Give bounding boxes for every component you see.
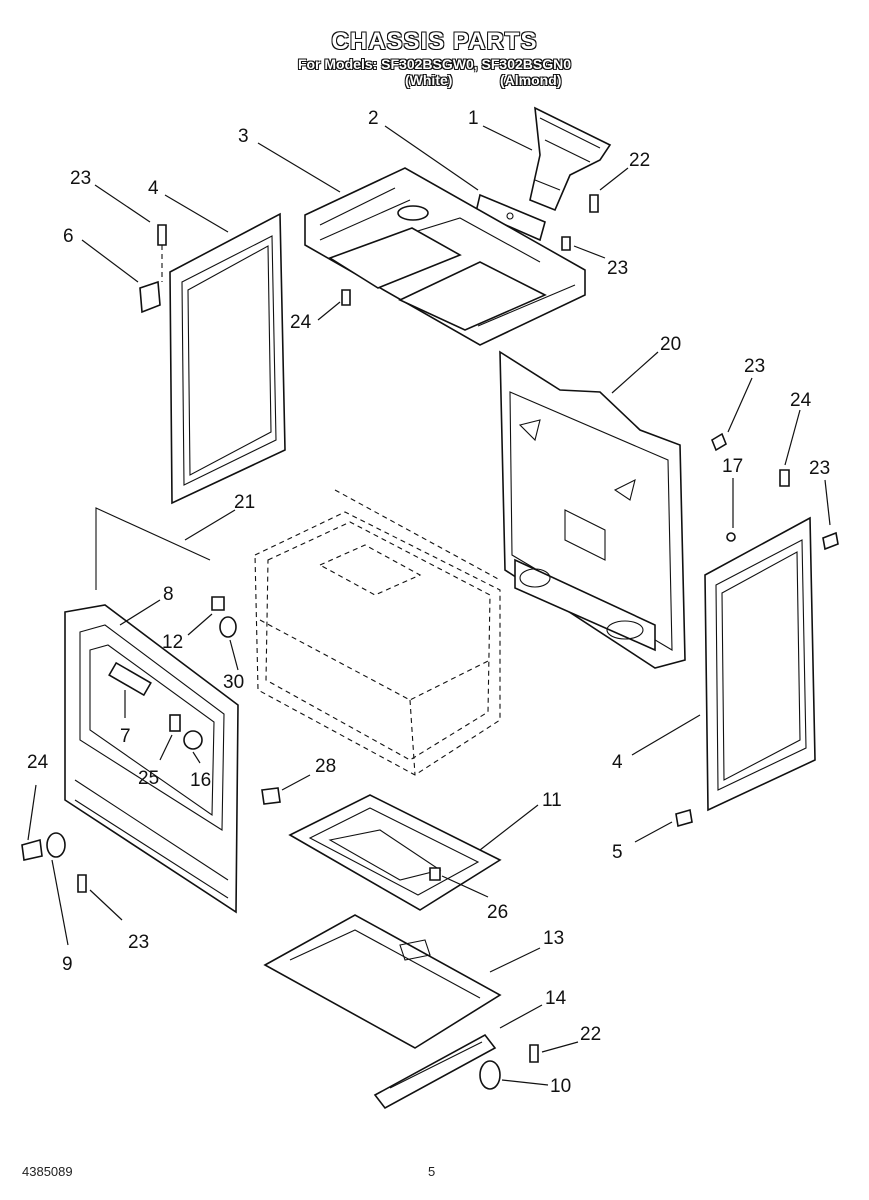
callout-11: 11: [542, 790, 562, 811]
callout-20: 20: [660, 334, 681, 355]
callout-23-top: 23: [607, 258, 628, 279]
page-title: CHASSIS PARTS: [331, 28, 538, 55]
callout-22-top: 22: [629, 150, 650, 171]
callout-23-top-left: 23: [70, 168, 91, 189]
part-1-vent-duct: [529, 106, 612, 212]
callout-21: 21: [234, 492, 255, 513]
callout-4-right-panel: 4: [612, 752, 623, 773]
part-4-left-side-panel: [169, 212, 286, 505]
part-3-top-frame: [304, 167, 586, 346]
callout-16: 16: [190, 770, 211, 791]
callout-10: 10: [550, 1076, 571, 1097]
callout-7: 7: [120, 726, 131, 747]
callout-2: 2: [368, 108, 379, 129]
part-5-clip: [675, 808, 693, 828]
part-13-bottom-panel: [263, 914, 502, 1049]
callout-22-bottom: 22: [580, 1024, 601, 1045]
callout-24-top: 24: [290, 312, 312, 333]
leader-lines: [27, 125, 831, 1086]
callout-8: 8: [163, 584, 174, 605]
part-6-clip: [139, 280, 161, 314]
callout-30: 30: [223, 672, 244, 693]
part-4-right-side-panel: [704, 516, 816, 812]
callout-25: 25: [138, 768, 159, 789]
part-14-toe-kick: [373, 1033, 497, 1110]
callout-17: 17: [722, 456, 743, 477]
callout-5: 5: [612, 842, 623, 863]
callout-13: 13: [543, 928, 564, 949]
part-8-front-frame: [64, 604, 239, 914]
callout-6: 6: [63, 226, 74, 247]
color-variants: (White) (Almond): [0, 72, 869, 90]
header: CHASSIS PARTS For Models: SF302BSGW0, SF…: [0, 28, 869, 90]
fasteners: [21, 194, 839, 1090]
callout-9: 9: [62, 954, 73, 975]
callouts: 1 2 3 4 4 5 6 7 8 9 10 11 12 13 14 16 17…: [27, 108, 830, 1097]
part-21-gasket: [95, 507, 211, 590]
callout-23-bottom-left: 23: [128, 932, 149, 953]
callout-3: 3: [238, 126, 249, 147]
callout-26: 26: [487, 902, 508, 923]
page-number: 5: [428, 1164, 436, 1179]
callout-1: 1: [468, 108, 479, 129]
part-11-pan: [288, 794, 502, 911]
models-line: For Models: SF302BSGW0, SF302BSGN0: [297, 56, 572, 72]
callout-23-right: 23: [809, 458, 830, 479]
oven-cavity: [254, 489, 501, 776]
callout-24-left: 24: [27, 752, 49, 773]
callout-24-right: 24: [790, 390, 812, 411]
part-2-bracket: [475, 193, 546, 242]
variant-white: (White): [405, 72, 453, 88]
callout-12: 12: [162, 632, 183, 653]
part-20-rear-panel: [499, 350, 686, 669]
callout-14: 14: [545, 988, 567, 1009]
variant-almond: (Almond): [500, 72, 562, 88]
callout-4-left-panel: 4: [148, 178, 159, 199]
callout-28: 28: [315, 756, 336, 777]
document-number: 4385089: [22, 1164, 73, 1179]
callout-23-rear: 23: [744, 356, 765, 377]
